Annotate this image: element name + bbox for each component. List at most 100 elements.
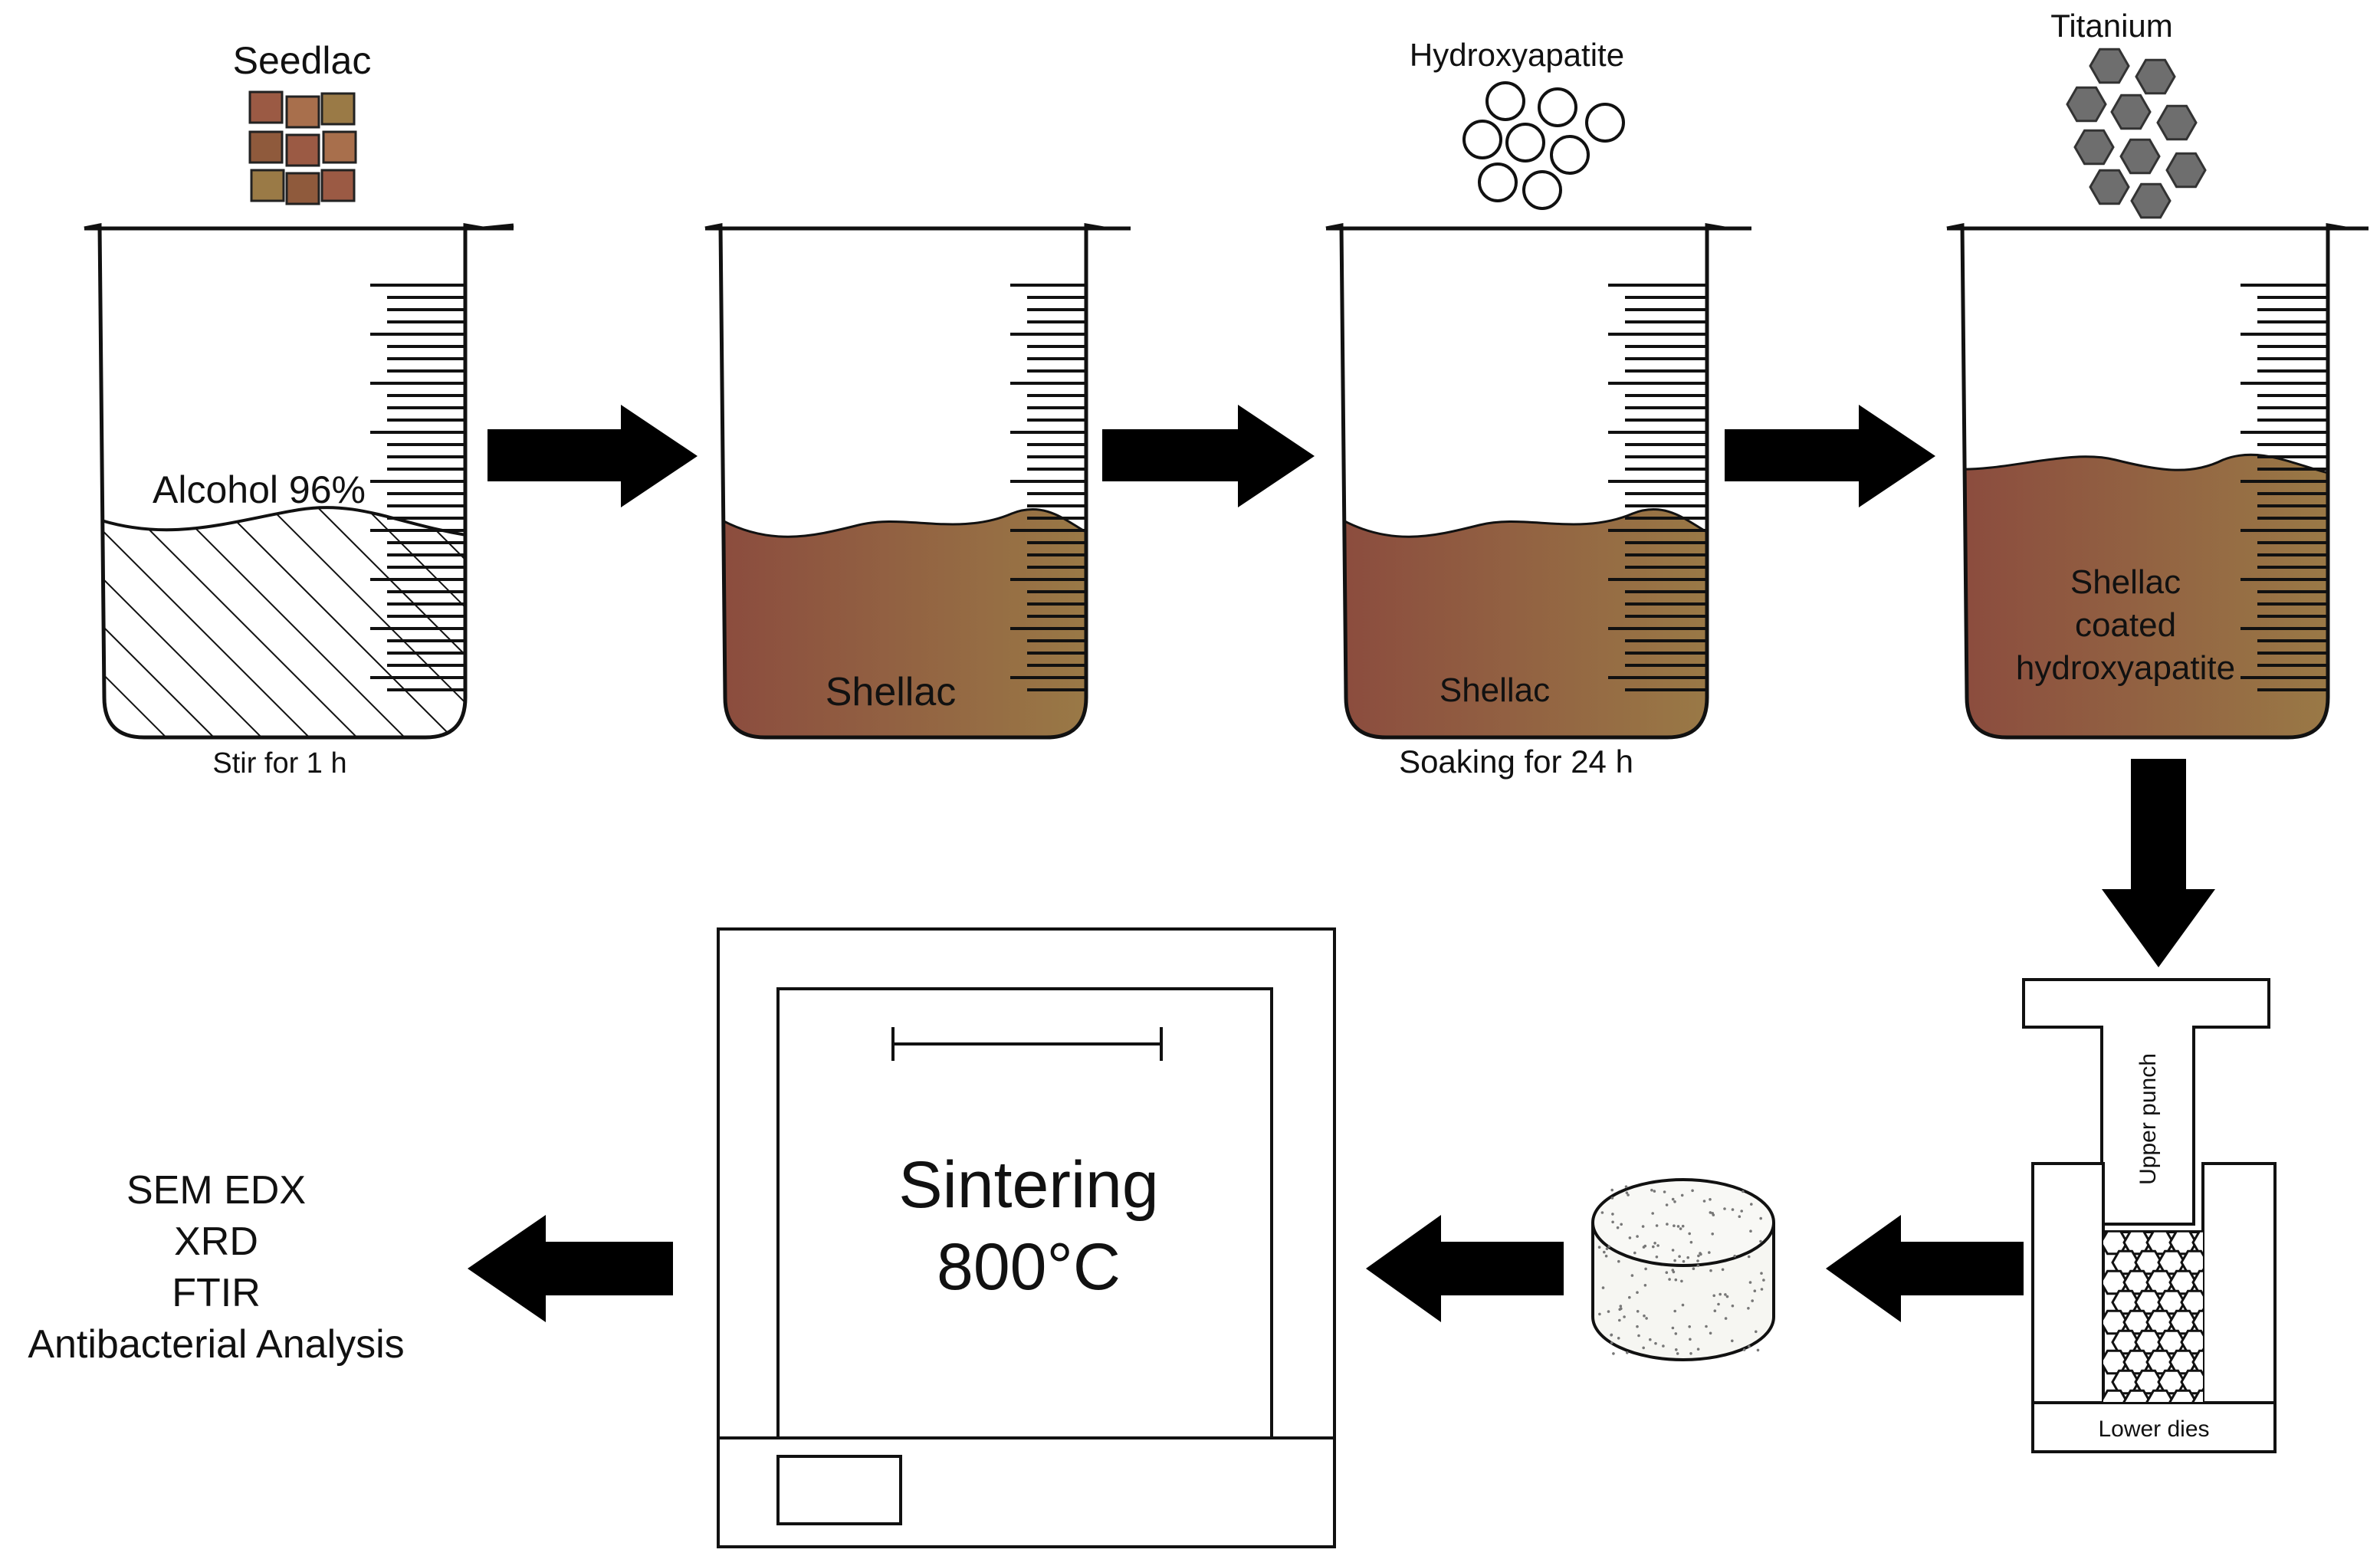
label-shellac: Shellac — [826, 670, 957, 714]
pellet-top — [1591, 1178, 1775, 1267]
pellet-speck — [1673, 1259, 1676, 1262]
pellet-speck — [1653, 1190, 1656, 1193]
seedlac-block — [285, 133, 320, 167]
pellet-speck — [1756, 1348, 1760, 1352]
beaker-coated — [1946, 222, 2369, 740]
analysis-item: SEM EDX — [126, 1168, 306, 1213]
pellet-speck — [1692, 1267, 1696, 1270]
arrow-right — [1725, 405, 1935, 507]
pellet-speck — [1618, 1318, 1621, 1322]
label-seedlac: Seedlac — [233, 39, 372, 82]
pellet-speck — [1733, 1254, 1736, 1258]
pellet-speck — [1679, 1227, 1682, 1230]
arrow-left — [1826, 1215, 2024, 1322]
pellet-speck — [1676, 1225, 1680, 1228]
titanium-hexagon — [2156, 104, 2198, 141]
pellet-speck — [1620, 1307, 1623, 1311]
titanium-hexagon — [2135, 58, 2176, 95]
furnace-label-line: Sintering — [898, 1148, 1158, 1222]
titanium-hexagon — [2089, 48, 2130, 84]
pellet-speck — [1762, 1279, 1765, 1282]
powder-hexagon — [2168, 1389, 2198, 1402]
pellet-speck — [1662, 1344, 1665, 1348]
pellet-speck — [1600, 1211, 1604, 1214]
arrow-right — [1102, 405, 1315, 507]
beaker-outline — [1946, 222, 2346, 740]
pellet-speck — [1681, 1303, 1685, 1307]
pellet-speck — [1671, 1197, 1675, 1201]
graduation-marks — [1608, 279, 1709, 698]
pellet-speck — [1620, 1223, 1623, 1226]
seedlac-block — [320, 169, 356, 202]
pellet-speck — [1605, 1247, 1609, 1250]
pellet-speck — [1709, 1211, 1712, 1214]
pellet-speck — [1663, 1190, 1666, 1193]
pellet-speck — [1711, 1233, 1714, 1236]
pellet-speck — [1636, 1291, 1639, 1294]
pellet-speck — [1702, 1200, 1706, 1203]
pellet-speck — [1748, 1344, 1751, 1348]
pellet-speck — [1686, 1256, 1689, 1259]
pellet-speck — [1717, 1302, 1720, 1306]
pellet-speck — [1689, 1240, 1693, 1244]
titanium-hexagon — [2089, 169, 2130, 205]
pellet-speck — [1665, 1203, 1669, 1206]
titanium-hexagon — [2073, 129, 2115, 166]
label-hydroxyapatite: Hydroxyapatite — [1410, 37, 1624, 73]
pellet-speck — [1643, 1314, 1646, 1318]
beaker-soaking — [1325, 222, 1751, 740]
powder-hexagon — [2191, 1232, 2203, 1256]
pellet-speck — [1747, 1307, 1750, 1310]
pellet-speck — [1627, 1193, 1630, 1197]
pellet-speck — [1674, 1332, 1678, 1335]
pellet-speck — [1603, 1250, 1606, 1254]
pellet-speck — [1760, 1288, 1764, 1291]
pellet-speck — [1731, 1304, 1735, 1308]
titanium-hexagon — [2066, 86, 2107, 123]
pellet-speck — [1651, 1212, 1654, 1215]
pellet-speck — [1742, 1348, 1746, 1351]
pellet-speck — [1628, 1236, 1632, 1239]
powder-hexagon — [2191, 1349, 2203, 1375]
upper-punch — [2022, 978, 2270, 1226]
pellet-speck — [1630, 1274, 1634, 1277]
beaker-outline — [1325, 222, 1725, 740]
pellet-speck — [1610, 1341, 1613, 1344]
die-left-wall — [2031, 1162, 2105, 1404]
pellet-speck — [1696, 1348, 1700, 1351]
pellet-speck — [1641, 1225, 1645, 1228]
label-coated-line: Shellac — [2070, 563, 2181, 601]
pellet-speck — [1644, 1267, 1647, 1271]
beaker-outline — [704, 222, 1105, 740]
pellet-speck — [1673, 1224, 1676, 1227]
titanium-hexagon — [2110, 94, 2152, 130]
analysis-item: XRD — [174, 1220, 258, 1264]
pellet-speck — [1705, 1325, 1708, 1328]
pellet-speck — [1753, 1289, 1757, 1292]
pellet-speck — [1723, 1207, 1726, 1210]
pellet-speck — [1611, 1213, 1614, 1216]
pellet-speck — [1642, 1346, 1645, 1350]
titanium-hexagon — [2130, 182, 2172, 219]
pellet-speck — [1750, 1203, 1753, 1206]
pellet-speck — [1712, 1213, 1715, 1216]
pellet-speck — [1740, 1210, 1743, 1213]
powder-hexagon — [2191, 1389, 2203, 1402]
label-shellac: Shellac — [1439, 671, 1550, 709]
pellet-speck — [1655, 1224, 1659, 1227]
seedlac-block — [285, 95, 320, 129]
pellet-speck — [1619, 1305, 1623, 1308]
pellet-speck — [1610, 1197, 1614, 1200]
graduation-marks — [1010, 279, 1088, 698]
pellet-speck — [1689, 1338, 1692, 1341]
seedlac-block — [248, 90, 284, 124]
pellet-speck — [1724, 1293, 1727, 1296]
pellet-speck — [1747, 1255, 1751, 1259]
pellet-speck — [1721, 1268, 1725, 1272]
pellet-speck — [1708, 1251, 1711, 1254]
pellet-speck — [1671, 1249, 1675, 1252]
pellet-speck — [1676, 1352, 1679, 1355]
powder-hexagon — [2191, 1309, 2203, 1335]
label-coated-line: hydroxyapatite — [2016, 649, 2235, 687]
titanium-particles — [2066, 48, 2207, 219]
